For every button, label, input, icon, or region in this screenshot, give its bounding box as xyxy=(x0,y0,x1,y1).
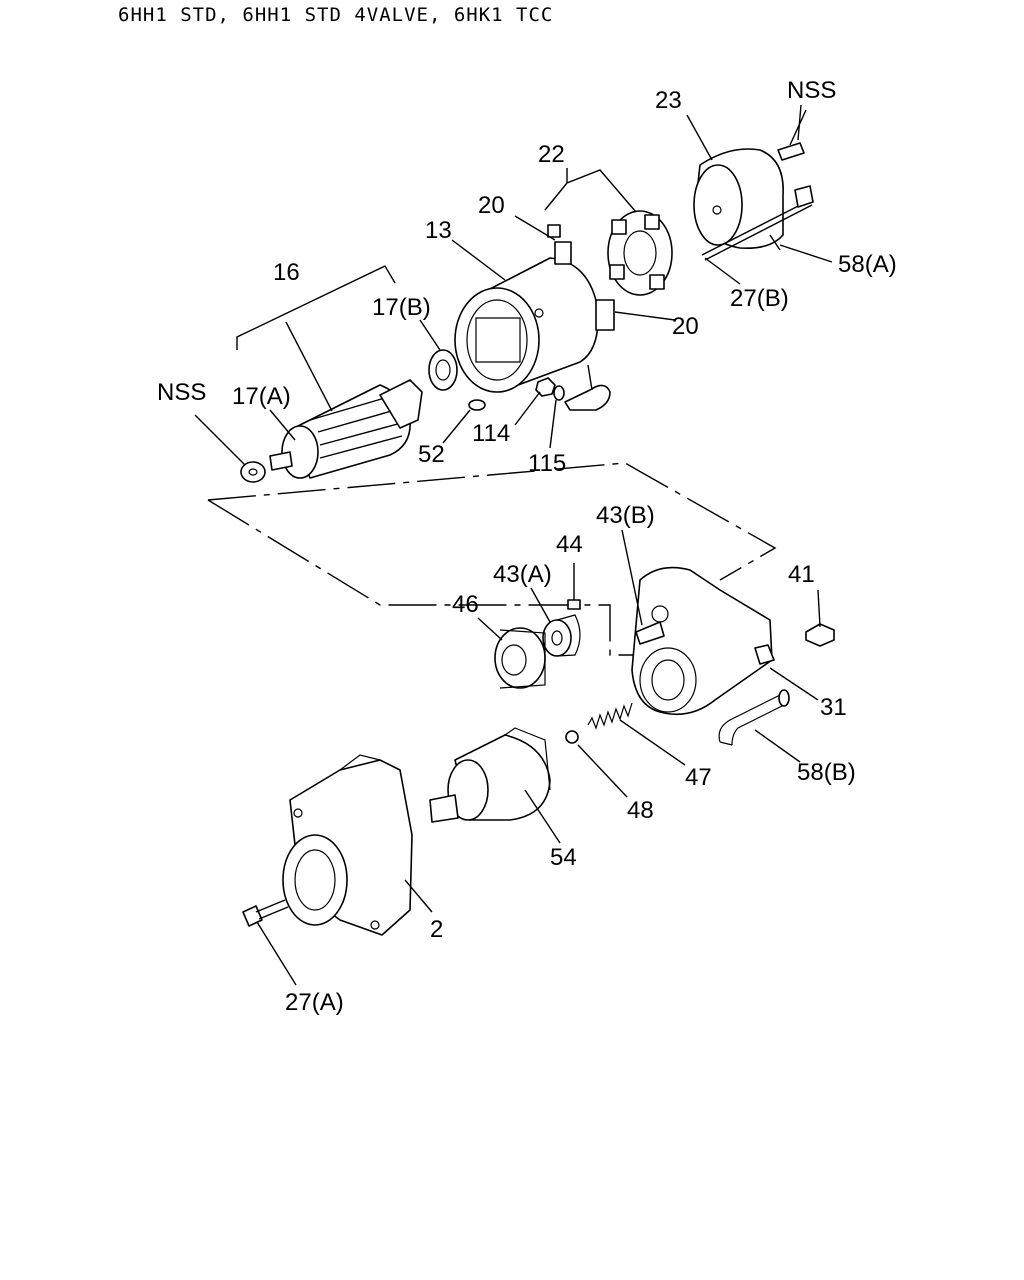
part-23-rear-cover xyxy=(693,148,784,251)
callout-47: 47 xyxy=(685,764,712,791)
part-nss-washer-left xyxy=(240,461,266,483)
part-46-internal-gear xyxy=(494,627,546,689)
callout-46: 46 xyxy=(452,591,479,618)
callout-2: 2 xyxy=(430,916,443,943)
callout-41: 41 xyxy=(788,561,815,588)
diagram-header: 6HH1 STD, 6HH1 STD 4VALVE, 6HK1 TCC xyxy=(118,4,554,26)
callout-20-upper: 20 xyxy=(478,192,505,219)
leader-lines xyxy=(194,104,833,986)
part-nss-screw-top xyxy=(777,109,807,161)
callout-13: 13 xyxy=(425,217,452,244)
callout-27b: 27(B) xyxy=(730,285,789,312)
part-22-brush-holder xyxy=(547,210,673,296)
part-47-spring xyxy=(587,702,633,730)
callout-23: 23 xyxy=(655,87,682,114)
part-2-front-housing xyxy=(282,754,413,936)
callout-58a: 58(A) xyxy=(838,251,897,278)
part-114-nut xyxy=(535,377,556,397)
callout-17a: 17(A) xyxy=(232,383,291,410)
callout-54: 54 xyxy=(550,844,577,871)
part-48-ball xyxy=(565,730,579,744)
callout-31: 31 xyxy=(820,694,847,721)
part-41-bolt xyxy=(805,623,835,647)
part-58b-tube xyxy=(718,689,790,746)
callout-115: 115 xyxy=(528,450,566,477)
callout-17b: 17(B) xyxy=(372,294,431,321)
part-31-housing xyxy=(631,566,775,716)
callout-nss-top: NSS xyxy=(787,77,836,104)
part-43b-shaft xyxy=(635,621,665,645)
part-27b-through-bolt xyxy=(701,185,814,261)
callout-20-lower: 20 xyxy=(672,313,699,340)
part-16-armature xyxy=(269,379,423,479)
callout-43b: 43(B) xyxy=(596,502,655,529)
callout-114: 114 xyxy=(472,420,510,447)
part-17b-bearing xyxy=(428,349,458,391)
part-54-pinion-clutch xyxy=(429,727,551,823)
callout-58b: 58(B) xyxy=(797,759,856,786)
callout-27a: 27(A) xyxy=(285,989,344,1016)
part-115-washer xyxy=(553,385,565,401)
part-27a-bolt xyxy=(242,899,289,927)
callout-52: 52 xyxy=(418,441,445,468)
callout-48: 48 xyxy=(627,797,654,824)
callout-22: 22 xyxy=(538,141,565,168)
part-43a-carrier xyxy=(542,614,581,657)
callout-16: 16 xyxy=(273,259,300,286)
part-52-clip xyxy=(468,399,486,411)
assembly-outline xyxy=(207,462,777,656)
part-44-key xyxy=(567,599,581,610)
callout-44: 44 xyxy=(556,531,583,558)
part-terminal-lead xyxy=(564,364,611,411)
part-13-yoke xyxy=(454,241,615,393)
callout-nss-left: NSS xyxy=(157,379,206,406)
callout-43a: 43(A) xyxy=(493,561,552,588)
